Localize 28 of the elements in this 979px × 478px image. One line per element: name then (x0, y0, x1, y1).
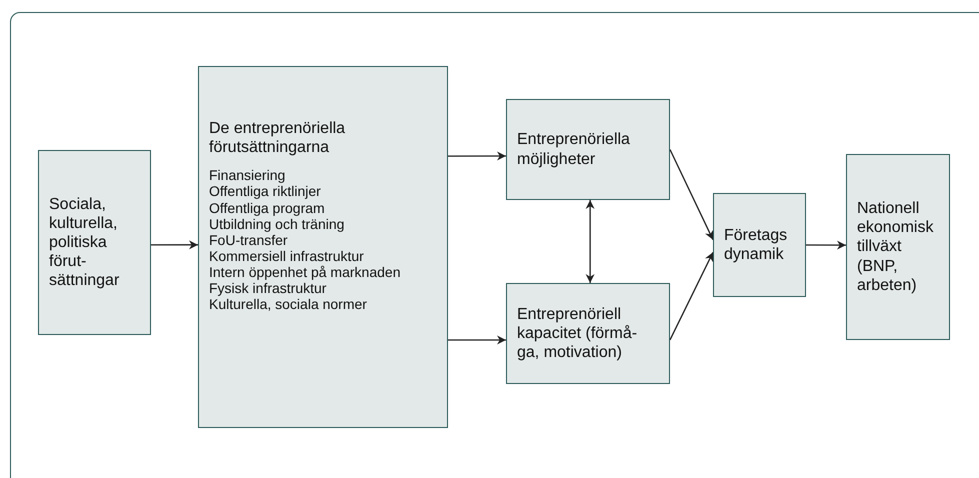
list-item: FoU-transfer (209, 232, 289, 248)
box-text: Sociala, kulturella, politiska förut-sättningar (49, 194, 120, 290)
process-box (506, 283, 670, 384)
list-item: Finansiering (209, 167, 286, 184)
list-item: Fysisk infrastruktur (209, 280, 328, 296)
process-box (846, 154, 950, 340)
list-item: Offentliga program (209, 200, 326, 216)
list-item: Kommersiell infrastruktur (209, 248, 365, 264)
process-box (198, 66, 448, 428)
arrow (586, 200, 595, 283)
arrow (669, 149, 714, 240)
arrow (151, 240, 198, 250)
box-text: Nationell ekonomisk tillväxt (BNP, arbeten) (857, 199, 934, 295)
process-box (713, 193, 806, 297)
box-text: Företags dynamik (724, 226, 788, 264)
box-heading: De entreprenöriella förutsättningarna (209, 119, 346, 158)
list-item: Offentliga riktlinjer (209, 183, 322, 200)
list-item: Intern öppenhet på marknaden (209, 264, 402, 280)
box-text: Entreprenöriella möjligheter (517, 130, 631, 169)
arrow (448, 152, 506, 160)
list-item: Utbildning och träning (209, 216, 346, 232)
arrow (448, 335, 506, 344)
box-text: Entreprenöriell kapacitet (förmå-ga, motivation) (517, 304, 638, 362)
arrow (669, 252, 714, 340)
list-item: Kulturella, sociala normer (209, 296, 368, 312)
process-box (38, 150, 151, 335)
process-box (506, 99, 670, 200)
arrow (806, 240, 846, 250)
